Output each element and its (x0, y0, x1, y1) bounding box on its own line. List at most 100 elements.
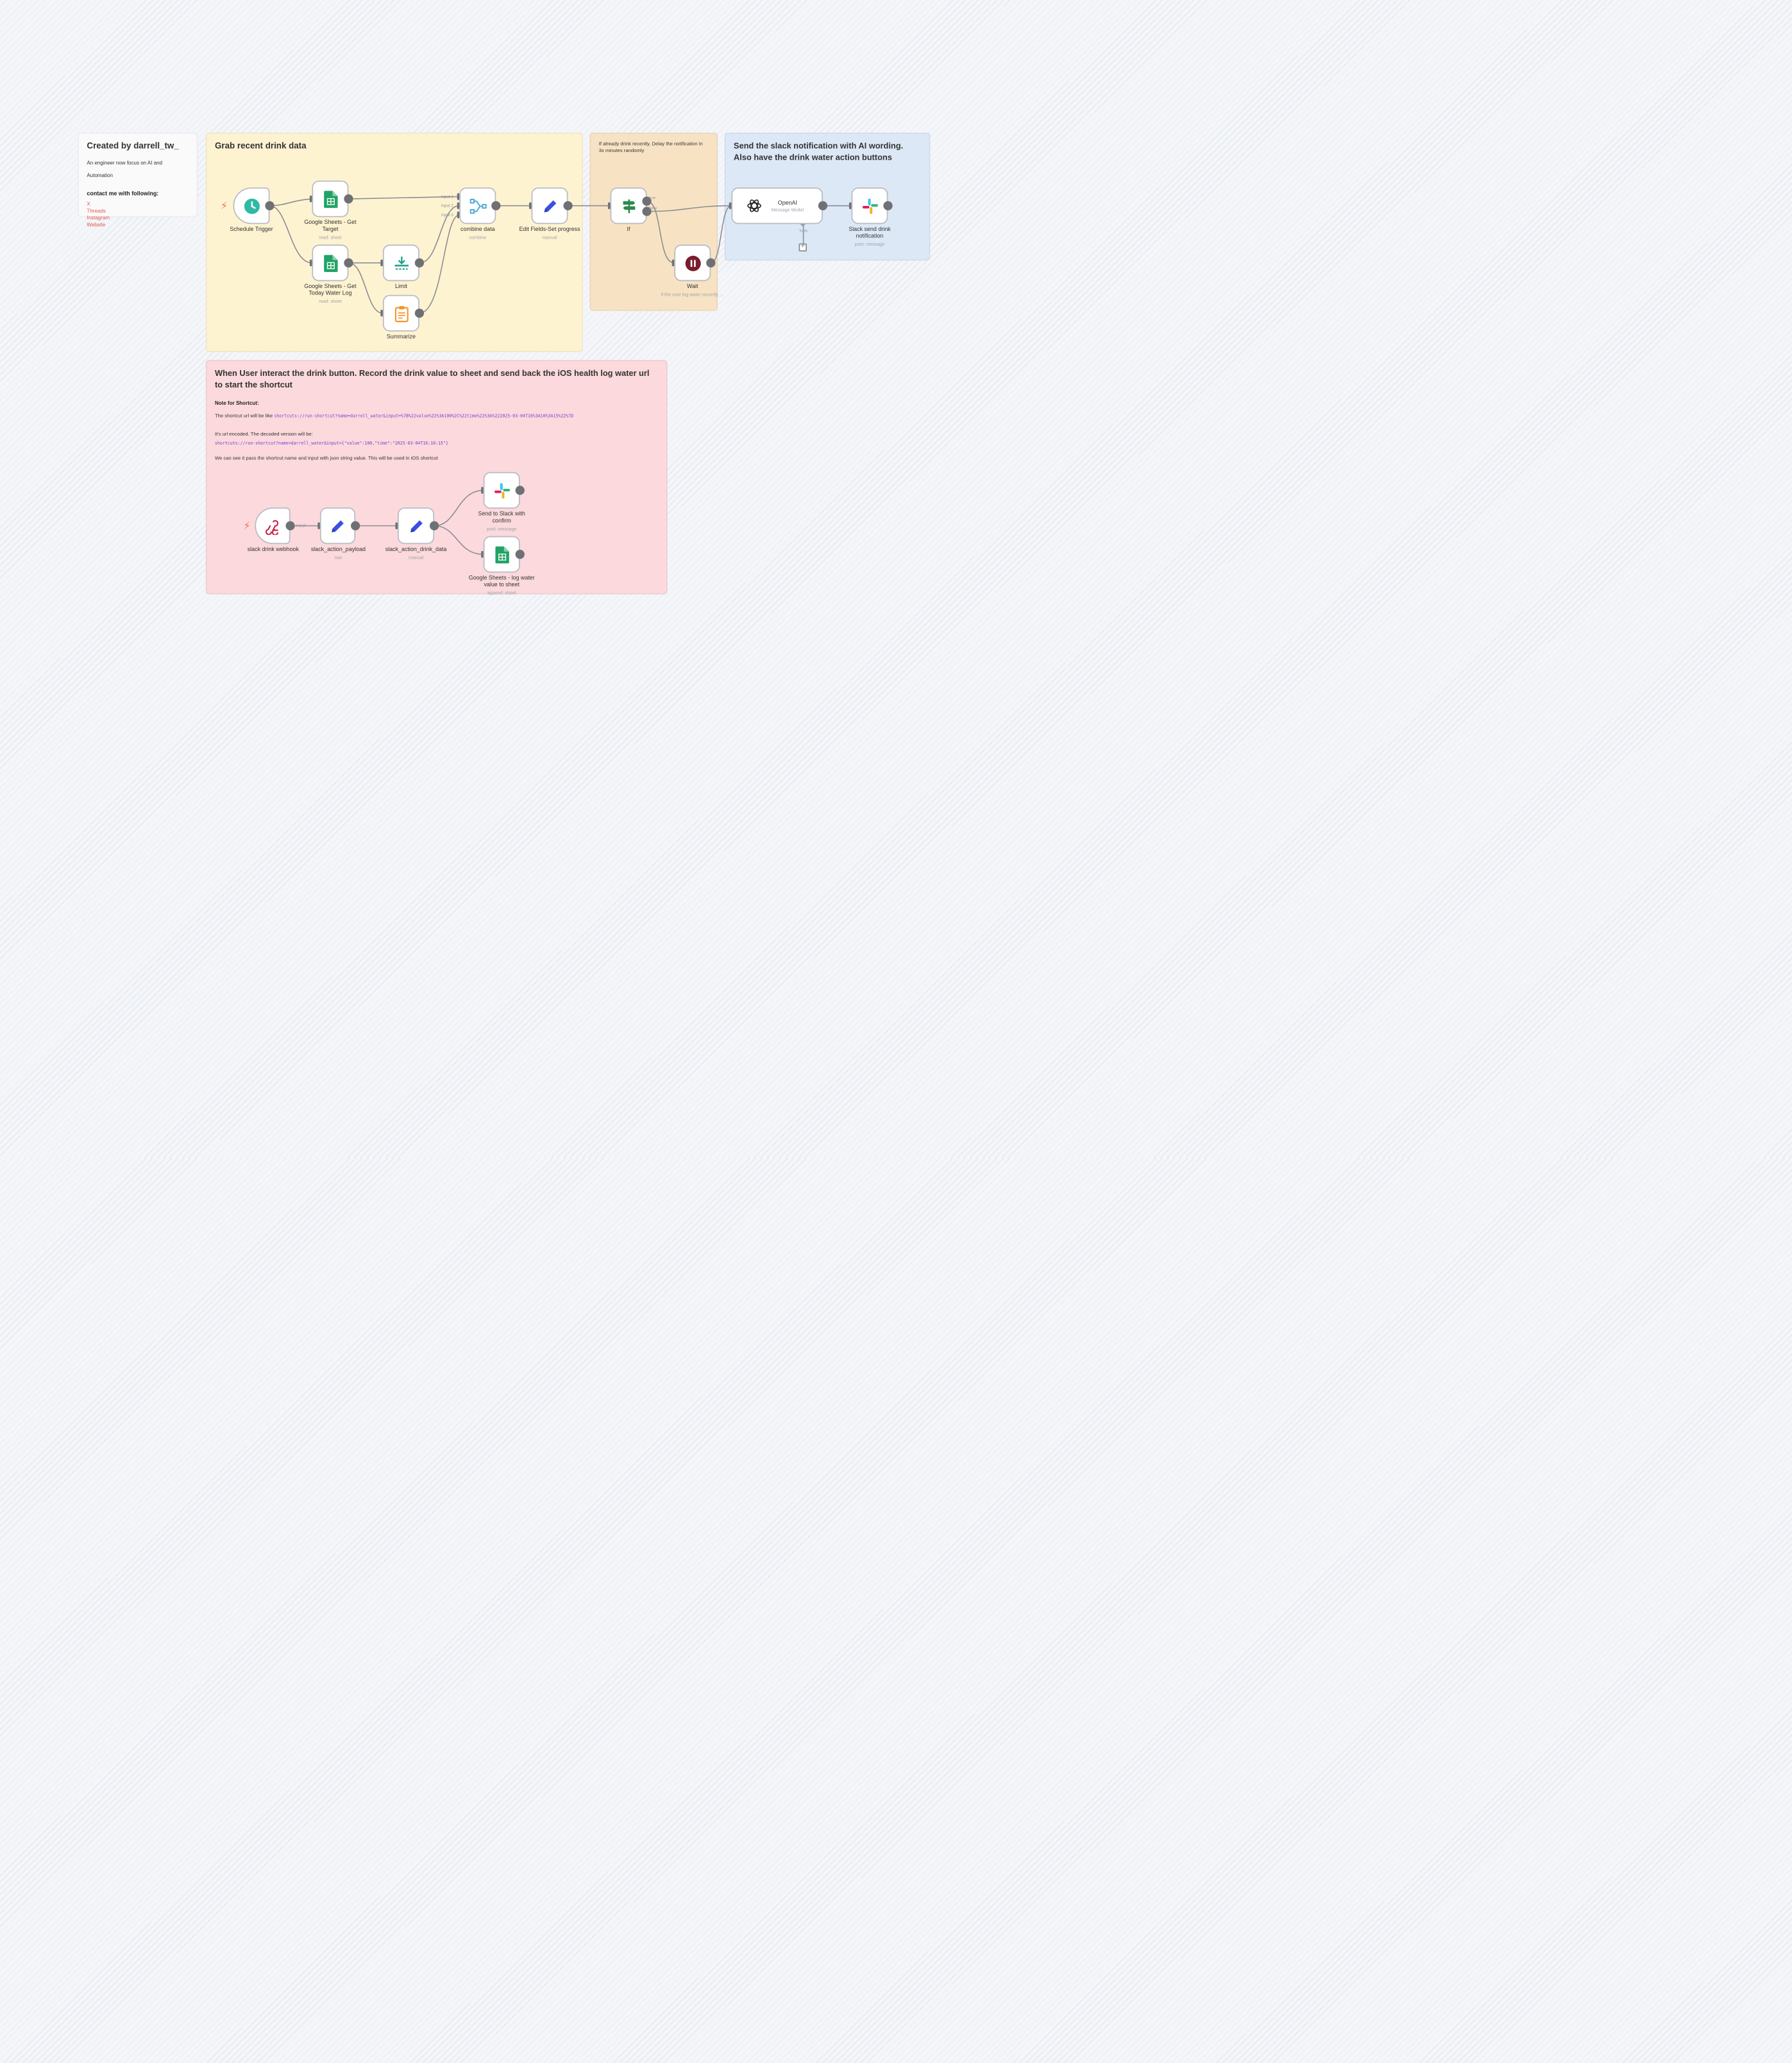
node-sheets-get-target[interactable] (312, 180, 349, 217)
node-send-slack-confirm[interactable] (483, 471, 520, 509)
input-port[interactable] (729, 202, 732, 210)
limit-label: Limit (395, 283, 407, 291)
output-port[interactable] (706, 258, 716, 267)
action-drink-sub: manual (408, 554, 424, 561)
input-port[interactable] (607, 202, 611, 210)
webhook-method-label: POST (296, 523, 307, 529)
shortcut-line-3: We can see it pass the shortcut name and… (214, 455, 438, 461)
note-heading: Note for Shortcut: (214, 400, 259, 406)
edge-drink-to-log (434, 525, 484, 555)
send-confirm-label: Send to Slack with confirm (478, 511, 525, 525)
edge-target-to-combine (348, 196, 460, 200)
if-label: If (627, 226, 630, 233)
sticky-creator[interactable]: Created by darrell_tw_ An engineer now f… (78, 132, 198, 228)
node-if[interactable] (610, 187, 647, 225)
link-website[interactable]: Website (87, 221, 106, 228)
node-schedule-trigger[interactable] (233, 187, 270, 225)
output-port[interactable] (515, 486, 525, 495)
log-water-label: Google Sheets - log water value to sheet (468, 575, 535, 589)
signpost-icon (622, 199, 635, 213)
input-port[interactable] (380, 309, 383, 317)
add-tool-button[interactable]: + (799, 243, 807, 251)
input-port[interactable] (672, 259, 675, 267)
google-sheets-icon (323, 190, 337, 208)
edge-drink-to-confirm (434, 489, 484, 527)
sticky-delay[interactable]: If already drink recently. Delay the not… (589, 132, 718, 311)
node-wait[interactable] (674, 244, 711, 282)
output-port[interactable] (344, 258, 353, 267)
node-sheets-log-water[interactable] (483, 536, 520, 573)
output-port[interactable] (491, 201, 501, 210)
input-port[interactable] (309, 259, 312, 267)
output-port[interactable] (344, 194, 353, 204)
edge-summarize-to-combine (419, 214, 460, 314)
input-port[interactable] (481, 550, 484, 558)
node-openai[interactable]: OpenAI Message Model (731, 187, 823, 225)
edge-if-true-to-openai (647, 205, 732, 212)
creator-title: Created by darrell_tw_ (87, 140, 179, 151)
delay-text: If already drink recently. Delay the not… (598, 140, 703, 153)
input-port-2[interactable] (457, 202, 460, 210)
node-sheets-get-log[interactable] (312, 244, 349, 282)
merge-icon (469, 198, 486, 214)
output-port[interactable] (818, 201, 828, 210)
limit-icon (394, 256, 409, 269)
output-port[interactable] (265, 201, 275, 210)
output-port[interactable] (351, 521, 360, 531)
link-instagram[interactable]: Instagram (87, 214, 110, 221)
input-port[interactable] (528, 202, 532, 210)
sheets-get-target-label: Google Sheets - Get Target (304, 219, 357, 233)
edit-fields-label: Edit Fields-Set progress (519, 226, 580, 233)
link-threads[interactable]: Threads (87, 208, 106, 214)
input-port[interactable] (380, 259, 383, 267)
node-combine-data[interactable] (459, 187, 496, 225)
node-slack-drink-webhook[interactable] (255, 507, 291, 545)
node-slack-action-payload[interactable] (319, 507, 356, 545)
output-port[interactable] (285, 521, 295, 531)
webhook-icon (265, 519, 279, 534)
output-port-false[interactable] (642, 207, 652, 216)
action-payload-label: slack_action_payload (310, 546, 366, 554)
input-port-1[interactable] (457, 193, 460, 200)
pencil-icon (543, 200, 556, 212)
output-port[interactable] (414, 258, 425, 267)
input-port[interactable] (849, 202, 852, 210)
google-sheets-icon (494, 545, 509, 563)
if-false-label: false (649, 205, 657, 210)
combine-input-1-label: Input 1 (441, 194, 453, 200)
input-port[interactable] (317, 522, 320, 529)
output-port[interactable] (883, 201, 893, 210)
openai-label: OpenAI (777, 199, 798, 207)
node-summarize[interactable] (382, 294, 419, 332)
grab-title: Grab recent drink data (214, 140, 307, 151)
output-port[interactable] (414, 309, 425, 318)
edge-schedule-to-log (269, 205, 312, 264)
node-limit[interactable] (382, 244, 419, 282)
output-port[interactable] (563, 201, 573, 210)
openai-sub: Message Model (771, 206, 804, 212)
input-port[interactable] (481, 487, 484, 494)
output-port-true[interactable] (642, 196, 652, 206)
sticky-slack-notification[interactable]: Send the slack notification with AI word… (724, 132, 931, 261)
input-port-3[interactable] (457, 211, 460, 219)
edge-schedule-to-target (269, 198, 312, 207)
if-true-label: true (649, 195, 656, 200)
link-x[interactable]: X (87, 201, 90, 207)
sheets-get-log-label: Google Sheets - Get Today Water Log (304, 283, 357, 298)
node-slack-send-notification[interactable] (851, 187, 888, 225)
input-port[interactable] (309, 195, 312, 203)
openai-tools-label: Tools (799, 228, 808, 233)
summarize-label: Summarize (386, 334, 416, 341)
creator-description: An engineer now focus on AI and Automati… (87, 160, 163, 178)
node-edit-fields[interactable] (531, 187, 568, 225)
node-slack-action-drink-data[interactable] (398, 507, 435, 545)
pencil-icon (410, 520, 422, 532)
output-port[interactable] (515, 550, 525, 559)
sticky-interact[interactable]: When User interact the drink button. Rec… (205, 360, 668, 595)
contact-links: X Threads Instagram Website (87, 201, 189, 229)
output-port[interactable] (429, 521, 439, 531)
input-port[interactable] (395, 522, 398, 529)
interact-title: When User interact the drink button. Rec… (214, 368, 650, 390)
edge-log-to-summarize (348, 262, 384, 314)
